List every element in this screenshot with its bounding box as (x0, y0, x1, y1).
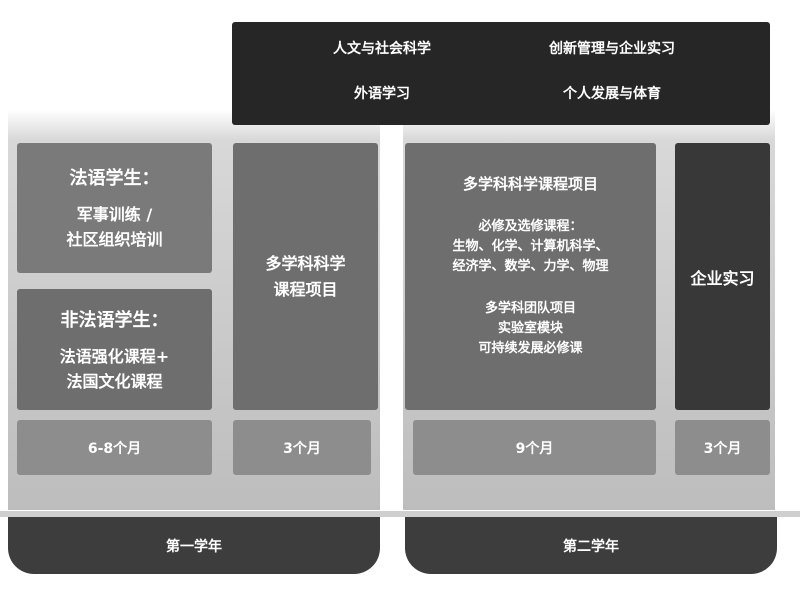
year2-courses-title: 必修及选修课程： (478, 219, 583, 234)
french-students-line-2: 社区组织培训 (66, 230, 163, 249)
top-bar-item-personal-development: 个人发展与体育 (563, 86, 661, 102)
year2-courses-line-1: 生物、化学、计算机科学、 (452, 239, 609, 254)
non-french-students-box: 非法语学生： 法语强化课程+ 法国文化课程 (17, 289, 212, 410)
internship-duration-box: 3个月 (675, 420, 770, 475)
year1-label: 第一学年 (8, 517, 380, 574)
top-bar-item-humanities: 人文与社会科学 (333, 41, 431, 57)
french-students-box: 法语学生： 军事训练 / 社区组织培训 (17, 143, 212, 273)
internship-box: 企业实习 (675, 143, 770, 410)
year2-label: 第二学年 (405, 517, 777, 574)
non-french-students-line-1: 法语强化课程+ (59, 346, 170, 366)
year1-program-duration-box: 3个月 (233, 420, 371, 475)
year2-program-box: 多学科科学课程项目 必修及选修课程： 生物、化学、计算机科学、 经济学、数学、力… (405, 143, 656, 410)
top-bar-item-innovation: 创新管理与企业实习 (549, 41, 675, 57)
year2-extra-sustainability: 可持续发展必修课 (478, 341, 583, 356)
year2-program-title: 多学科科学课程项目 (462, 175, 598, 193)
year2-extra-team-project: 多学科团队项目 (484, 301, 576, 316)
divider-line (0, 511, 800, 517)
french-students-title: 法语学生： (69, 168, 160, 189)
non-french-students-title: 非法语学生： (60, 309, 169, 331)
non-french-students-line-2: 法国文化课程 (66, 371, 163, 391)
year2-extra-lab-module: 实验室模块 (497, 321, 563, 336)
top-bar-item-languages: 外语学习 (354, 86, 410, 102)
year1-program-box: 多学科科学 课程项目 (233, 143, 378, 410)
top-bar: 人文与社会科学 创新管理与企业实习 外语学习 个人发展与体育 (232, 22, 770, 125)
year1-duration-box: 6-8个月 (17, 420, 212, 475)
french-students-line-1: 军事训练 / (76, 205, 153, 224)
year2-courses-line-2: 经济学、数学、力学、物理 (452, 259, 609, 274)
year1-program-line-1: 多学科科学 (265, 253, 346, 273)
year1-program-line-2: 课程项目 (273, 279, 338, 299)
year2-program-duration-box: 9个月 (413, 420, 656, 475)
